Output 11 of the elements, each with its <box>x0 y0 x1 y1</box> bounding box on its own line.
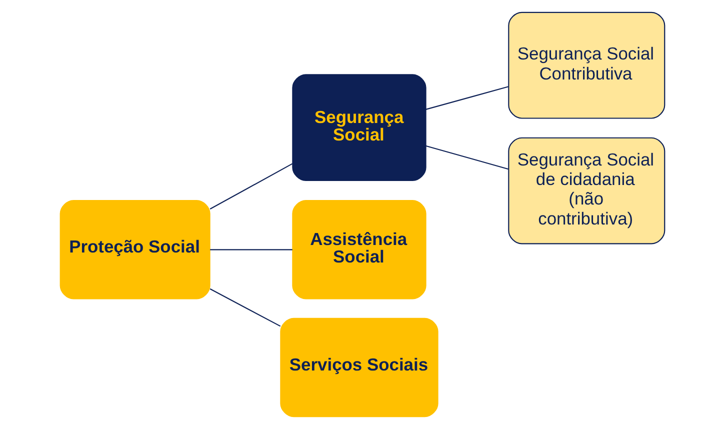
connector <box>210 249 292 250</box>
node-box: Segurança Social <box>292 74 426 181</box>
node-box: Assistência Social <box>292 200 426 300</box>
node-box: Segurança Social Contributiva <box>508 12 666 119</box>
connector <box>210 163 293 210</box>
node-box: Proteção Social <box>60 200 210 300</box>
node-box: Segurança Social de cidadania (não contributiva) <box>508 137 666 244</box>
connector <box>210 288 281 327</box>
connector <box>426 86 509 110</box>
node-box: Serviços Sociais <box>280 318 438 418</box>
connector <box>426 145 509 170</box>
